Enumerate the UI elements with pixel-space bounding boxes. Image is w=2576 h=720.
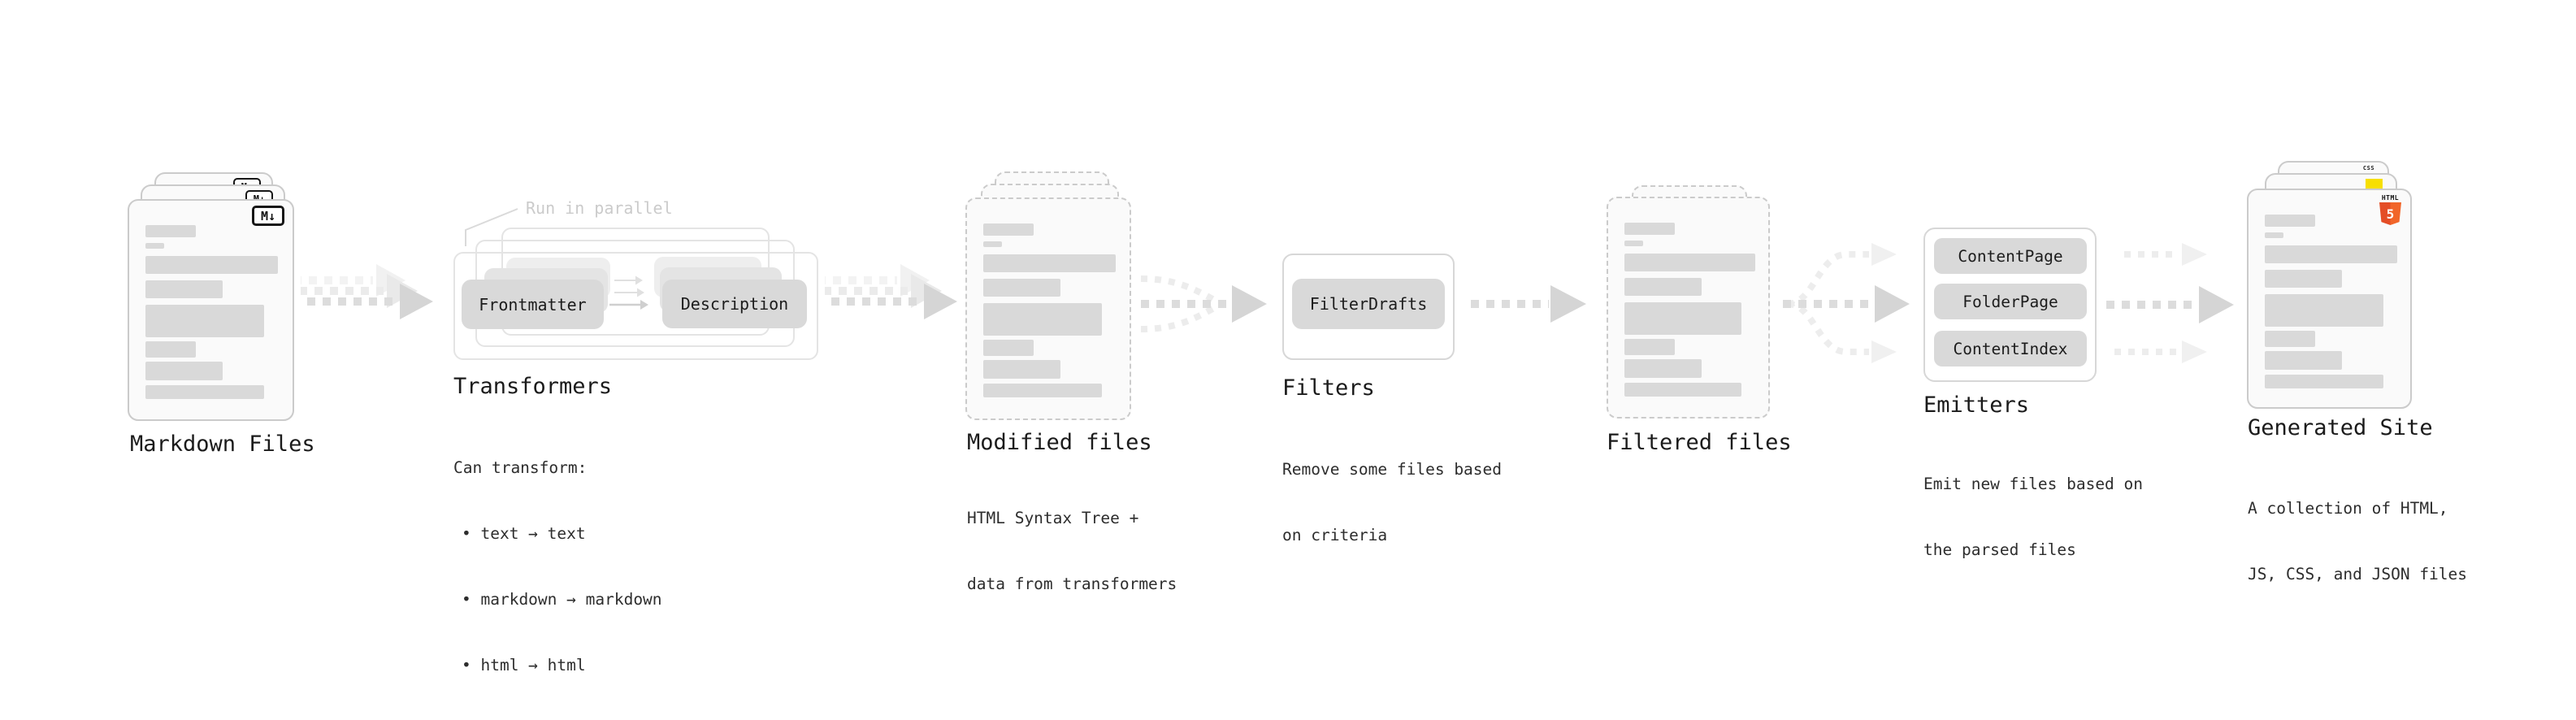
stage-title: Modified files [967, 430, 1152, 455]
stage-title: Filters [1282, 375, 1375, 401]
text-placeholder-bar [2265, 215, 2315, 227]
text-placeholder-bar [2265, 351, 2342, 370]
text-placeholder-bar [983, 254, 1116, 272]
text-placeholder-bar [2265, 375, 2383, 388]
text-placeholder-bar [145, 362, 223, 380]
text-placeholder-bar [145, 280, 223, 298]
stage-title: Emitters [1923, 393, 2030, 418]
stage-description: Can transform: • text → text • markdown … [453, 458, 662, 674]
text-placeholder-bar [983, 223, 1034, 236]
filtered-file-card [1607, 197, 1770, 419]
arrow-split-to-emitters [1783, 243, 1910, 363]
text-placeholder-bar [983, 340, 1034, 356]
run-in-parallel-note: Run in parallel [526, 198, 673, 218]
description-node: Description [662, 280, 807, 328]
text-placeholder-bar [983, 303, 1102, 336]
stage-title: Transformers [453, 374, 613, 399]
text-placeholder-bar [1624, 223, 1675, 235]
text-placeholder-bar [983, 360, 1060, 379]
text-placeholder-bar [1624, 339, 1675, 355]
text-placeholder-bar [983, 384, 1102, 397]
text-placeholder-bar [1624, 241, 1643, 246]
arrow-filters-to-filtered [1471, 285, 1586, 323]
static-site-pipeline-diagram: M↓ M↓ M↓ Markdown Files [128, 161, 2468, 674]
markdown-file-card: M↓ [128, 199, 294, 421]
text-placeholder-bar [1624, 302, 1741, 335]
text-placeholder-bar [2265, 245, 2397, 263]
stage-description: HTML Syntax Tree + data from transformer… [967, 509, 1177, 593]
arrow-transformers-to-modified [825, 264, 957, 319]
note-connector-line [465, 208, 518, 246]
text-placeholder-bar [2265, 232, 2283, 238]
text-placeholder-bar [145, 243, 164, 249]
stage-title: Filtered files [1607, 430, 1792, 455]
filterdrafts-node: FilterDrafts [1292, 279, 1445, 329]
html5-icon: HTML 5 [2379, 194, 2401, 225]
parallel-run-outline [453, 252, 818, 360]
text-placeholder-bar [2265, 270, 2342, 288]
folderpage-node: FolderPage [1934, 284, 2087, 319]
text-placeholder-bar [1624, 383, 1741, 397]
text-placeholder-bar [983, 279, 1060, 297]
js-icon [2366, 179, 2383, 189]
arrow-markdown-to-transformers [301, 264, 433, 319]
modified-file-card [965, 197, 1131, 420]
stage-title: Markdown Files [130, 432, 315, 457]
stage-description: A collection of HTML, JS, CSS, and JSON … [2248, 499, 2468, 583]
text-placeholder-bar [145, 385, 264, 399]
transform-step-arrows [609, 275, 648, 310]
text-placeholder-bar [145, 256, 278, 274]
text-placeholder-bar [145, 225, 196, 237]
text-placeholder-bar [1624, 278, 1702, 296]
markdown-icon: M↓ [252, 206, 284, 226]
text-placeholder-bar [2265, 294, 2383, 327]
text-placeholder-bar [1624, 359, 1702, 378]
stage-title: Generated Site [2248, 415, 2433, 440]
text-placeholder-bar [145, 341, 196, 358]
text-placeholder-bar [1624, 254, 1755, 271]
frontmatter-node: Frontmatter [462, 280, 604, 329]
site-file-card: HTML 5 [2247, 189, 2412, 409]
contentindex-node: ContentIndex [1934, 331, 2087, 367]
stage-description: Emit new files based on the parsed files [1923, 475, 2144, 559]
arrow-emitters-to-site [2106, 243, 2234, 363]
contentpage-node: ContentPage [1934, 238, 2087, 274]
text-placeholder-bar [2265, 331, 2315, 347]
stage-description: Remove some files based on criteria [1282, 460, 1503, 544]
text-placeholder-bar [145, 305, 264, 337]
arrow-merge-to-filters [1140, 275, 1267, 332]
text-placeholder-bar [983, 241, 1002, 247]
